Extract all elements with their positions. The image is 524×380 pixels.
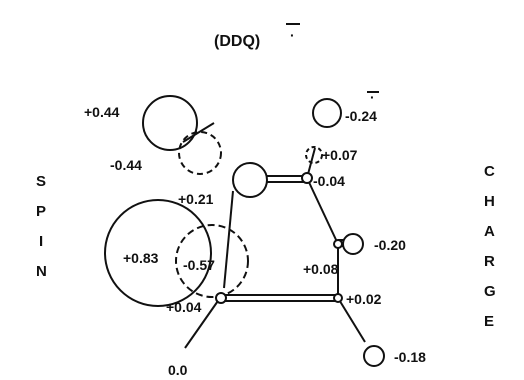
orbital-cl-positive <box>104 199 212 307</box>
bond-c5-bottom <box>184 297 221 349</box>
label-o-upper-neg: -0.44 <box>110 157 142 173</box>
orbital-o-right <box>312 98 342 128</box>
orbital-o-upper-negative <box>178 131 222 175</box>
charge-letter: H <box>484 193 495 210</box>
diagram-title: (DDQ) <box>214 33 260 50</box>
bond-c1-c5 <box>223 190 234 289</box>
charge-letter: E <box>484 313 494 330</box>
charge-letter: A <box>484 223 495 240</box>
side-label-charge: C H A R G E <box>484 163 496 330</box>
orbital-cl-negative <box>175 224 249 298</box>
radical-dot: · <box>370 89 375 105</box>
spin-letter: S <box>36 173 46 190</box>
orbital-c2 <box>301 172 313 184</box>
charge-letter: C <box>484 163 495 180</box>
orbital-o-right-negative <box>305 146 323 164</box>
bond-c4-low <box>337 297 366 343</box>
orbital-c5 <box>215 292 227 304</box>
label-cl-neg: -0.57 <box>183 257 215 273</box>
orbitals <box>104 95 385 367</box>
side-label-spin: S P I N <box>36 173 47 280</box>
orbital-c3 <box>333 239 343 249</box>
label-c-right-spin: +0.08 <box>303 261 339 277</box>
spin-letter: P <box>36 203 46 220</box>
bond-c2-c3 <box>306 177 339 245</box>
label-o-right-spin: +0.07 <box>322 147 358 163</box>
orbital-cn-low <box>363 345 385 367</box>
label-o-right-charge: -0.24 <box>345 108 377 124</box>
label-cl-pos: +0.83 <box>123 250 159 266</box>
charge-letter: G <box>484 283 496 300</box>
label-c-bottom: 0.0 <box>168 362 188 378</box>
charge-letter: R <box>484 253 495 270</box>
label-c1-spin: +0.21 <box>178 191 214 207</box>
label-o-upper-pos: +0.44 <box>84 104 120 120</box>
orbital-cn-right <box>342 233 364 255</box>
label-c-low-right: +0.02 <box>346 291 382 307</box>
label-c-low-left: +0.04 <box>166 299 202 315</box>
title-superscript-dot: · <box>290 27 295 43</box>
labels: +0.44 -0.44 +0.21 +0.83 -0.57 +0.04 0.0 … <box>84 104 426 378</box>
label-c-mid-charge: -0.04 <box>313 173 345 189</box>
orbital-o-upper-divider <box>182 122 215 143</box>
orbital-o-upper-positive <box>142 95 198 151</box>
orbital-c4 <box>333 293 343 303</box>
orbital-c1 <box>232 162 268 198</box>
label-cn-right-charge: -0.20 <box>374 237 406 253</box>
label-cn-low-charge: -0.18 <box>394 349 426 365</box>
spin-letter: N <box>36 263 47 280</box>
spin-letter: I <box>39 233 43 250</box>
